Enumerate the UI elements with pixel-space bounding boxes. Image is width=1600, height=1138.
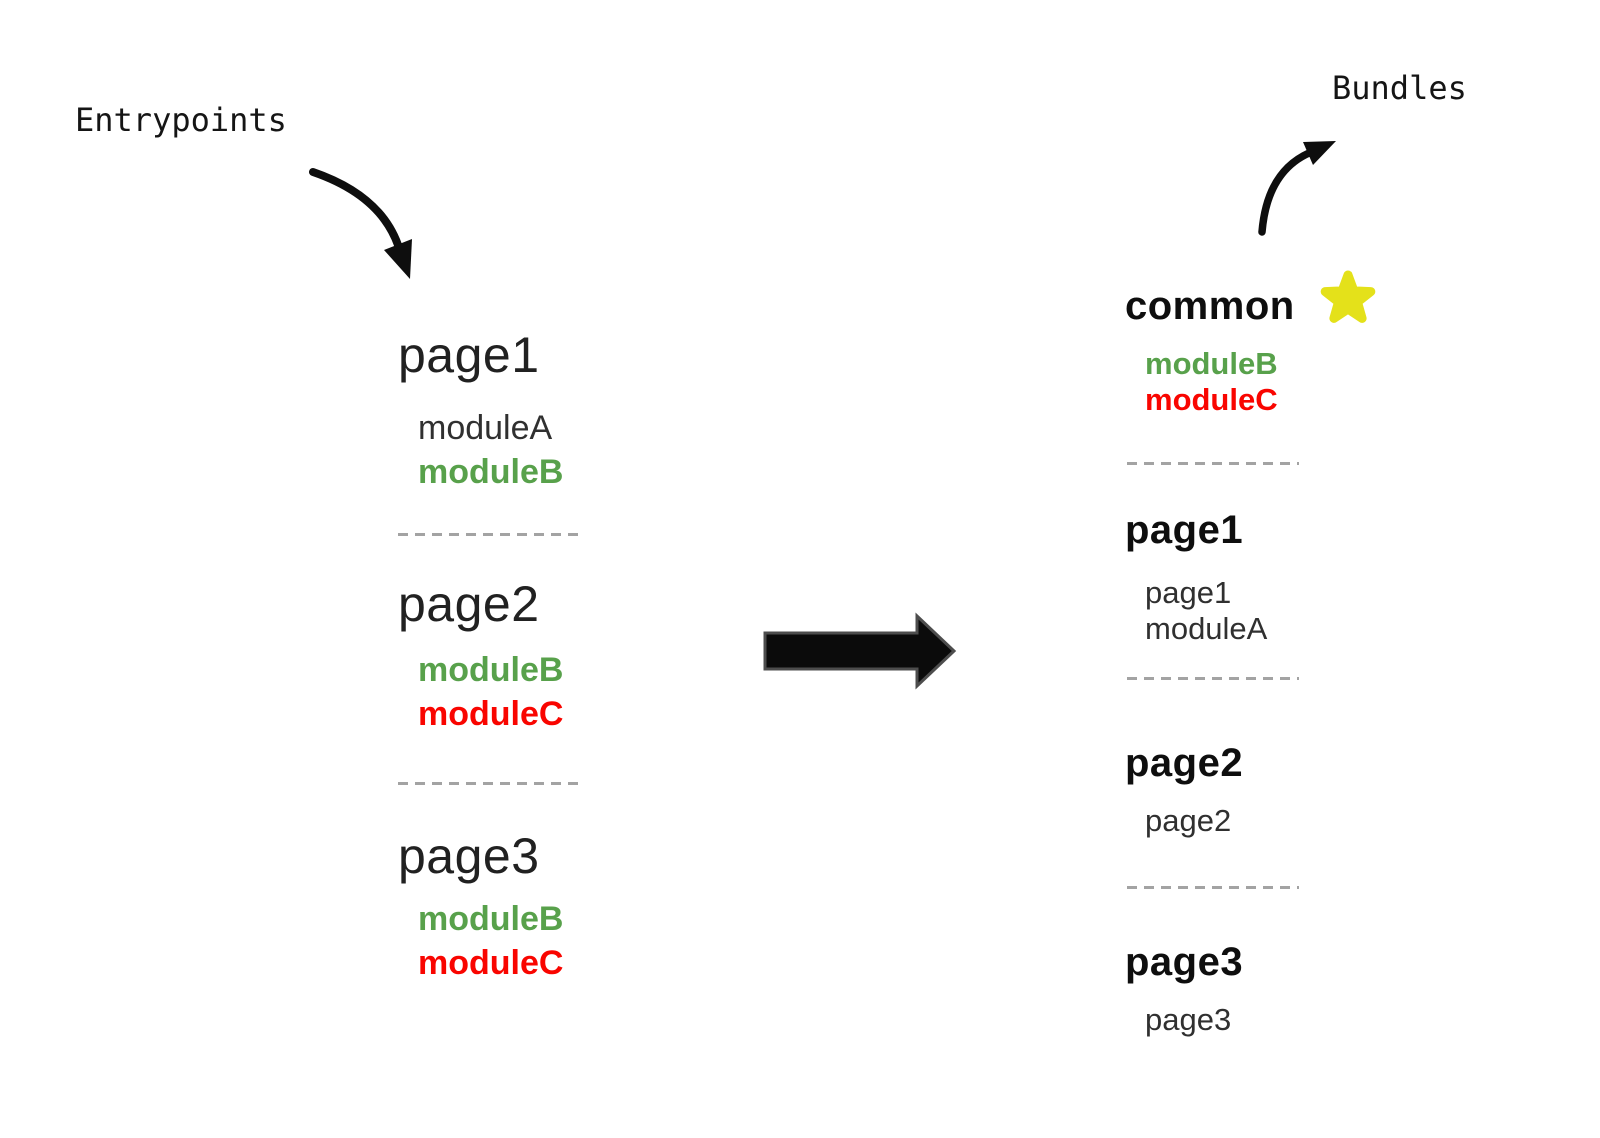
module-item: moduleA xyxy=(418,409,553,447)
star-icon xyxy=(1319,268,1377,326)
module-item: moduleB xyxy=(418,900,564,938)
bundles-curved-arrow-icon xyxy=(1258,141,1336,236)
bundle-modules: page1 moduleA xyxy=(1145,575,1425,647)
bundles-label: Bundles xyxy=(1332,69,1467,107)
module-item: moduleC xyxy=(418,695,564,733)
module-item: moduleC xyxy=(418,944,564,982)
dashed-divider xyxy=(1127,462,1299,465)
bundle-modules: moduleB moduleC xyxy=(1145,346,1425,418)
bundle-modules: page2 xyxy=(1145,803,1425,839)
entrypoint-name-page3: page3 xyxy=(398,828,540,884)
entrypoints-curved-arrow-icon xyxy=(309,168,412,279)
entrypoints-label: Entrypoints xyxy=(75,101,287,139)
entrypoint-modules: moduleB moduleC xyxy=(418,897,698,985)
bundle-name-page2: page2 xyxy=(1125,741,1244,785)
module-item: moduleB xyxy=(1145,346,1278,381)
module-item: page1 xyxy=(1145,575,1232,610)
bundle-name-common: common xyxy=(1125,284,1295,328)
module-item: page2 xyxy=(1145,803,1232,838)
flow-right-arrow-icon xyxy=(763,612,957,690)
entrypoints-column: page1 moduleA moduleB page2 moduleB modu… xyxy=(398,328,698,985)
module-item: moduleB xyxy=(418,651,564,689)
bundles-column: common moduleB moduleC page1 page1 modul… xyxy=(1125,283,1425,1038)
dashed-divider xyxy=(398,533,578,536)
module-item: moduleC xyxy=(1145,382,1278,417)
module-item: moduleA xyxy=(1145,611,1268,646)
dashed-divider xyxy=(1127,886,1299,889)
entrypoint-modules: moduleB moduleC xyxy=(418,648,698,736)
dashed-divider xyxy=(1127,677,1299,680)
dashed-divider xyxy=(398,782,578,785)
entrypoint-name-page2: page2 xyxy=(398,576,540,632)
entrypoint-modules: moduleA moduleB xyxy=(418,406,698,494)
entrypoint-name-page1: page1 xyxy=(398,327,540,383)
bundle-name-page1: page1 xyxy=(1125,508,1244,552)
module-item: page3 xyxy=(1145,1002,1232,1037)
bundle-modules: page3 xyxy=(1145,1002,1425,1038)
module-item: moduleB xyxy=(418,453,564,491)
bundle-name-page3: page3 xyxy=(1125,940,1244,984)
